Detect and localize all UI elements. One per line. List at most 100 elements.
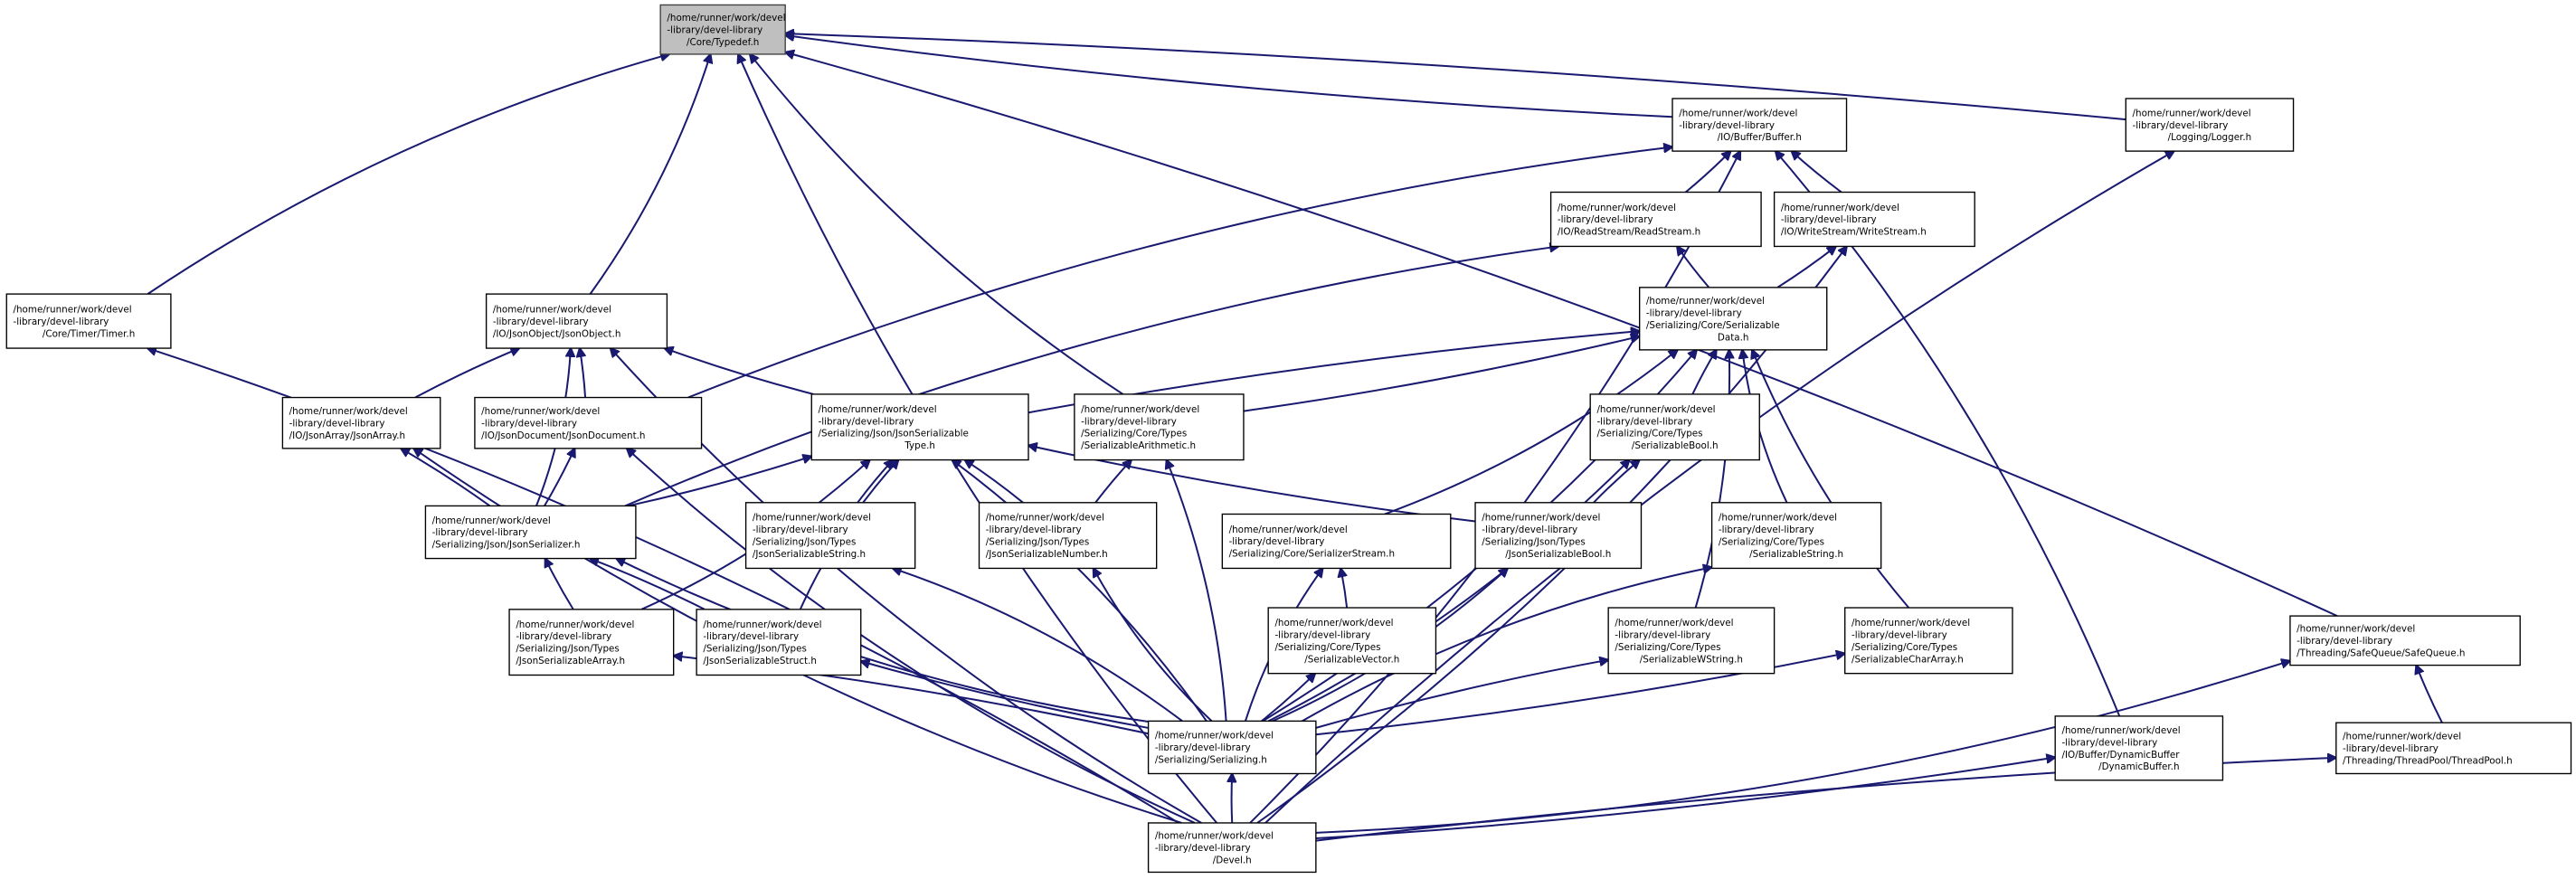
node-label-line: /home/runner/work/devel <box>2297 624 2415 635</box>
node-label-line: /home/runner/work/devel <box>1558 203 1676 213</box>
node-serializing[interactable]: /home/runner/work/devel-library/devel-li… <box>1147 720 1317 775</box>
node-label-line: /Threading/ThreadPool/ThreadPool.h <box>2343 756 2513 767</box>
edge-serializing-to-serializablevector <box>1261 674 1315 723</box>
node-serializerstream[interactable]: /home/runner/work/devel-library/devel-li… <box>1221 513 1452 570</box>
node-label-line: /SerializableVector.h <box>1304 654 1399 665</box>
node-label-line: /home/runner/work/devel <box>1081 404 1199 415</box>
node-jsonarray[interactable]: /home/runner/work/devel-library/devel-li… <box>281 396 441 449</box>
node-label-line: /JsonSerializableArray.h <box>516 656 625 666</box>
edge-readstream-to-buffer <box>1685 151 1731 194</box>
node-jsonserializabletype[interactable]: /home/runner/work/devel-library/devel-li… <box>810 393 1029 461</box>
node-label-line: /home/runner/work/devel <box>1615 618 1733 629</box>
node-logger[interactable]: /home/runner/work/devel-library/devel-li… <box>2125 98 2295 152</box>
edge-serializablearithmetic-to-typedef <box>750 54 1124 395</box>
node-jsonserializablenumber[interactable]: /home/runner/work/devel-library/devel-li… <box>978 502 1158 570</box>
node-label-line: /home/runner/work/devel <box>481 406 600 417</box>
node-box <box>978 502 1158 570</box>
node-jsonserializablestring[interactable]: /home/runner/work/devel-library/devel-li… <box>744 502 916 570</box>
node-label-line: /JsonSerializableString.h <box>753 549 866 560</box>
node-label-line: /JsonSerializableBool.h <box>1505 549 1611 560</box>
node-box <box>1267 607 1437 675</box>
node-serializablewstring[interactable]: /home/runner/work/devel-library/devel-li… <box>1607 607 1776 675</box>
node-label-line: /home/runner/work/devel <box>1482 513 1600 524</box>
node-buffer[interactable]: /home/runner/work/devel-library/devel-li… <box>1672 98 1848 152</box>
node-label-line: /SerializableArithmetic.h <box>1081 440 1196 451</box>
node-jsonserializablebool[interactable]: /home/runner/work/devel-library/devel-li… <box>1474 502 1643 570</box>
node-box <box>281 396 441 449</box>
node-label-line: /Serializing/Core/Types <box>1081 429 1187 440</box>
edge-devel-to-buffer <box>1249 151 1740 824</box>
node-label-line: -library/devel-library <box>1081 416 1177 427</box>
node-label-line: /home/runner/work/devel <box>432 515 551 526</box>
node-box <box>1147 720 1317 775</box>
edge-serializabledata-to-writestream <box>1776 246 1836 288</box>
node-timer[interactable]: /home/runner/work/devel-library/devel-li… <box>5 293 172 349</box>
node-label-line: /home/runner/work/devel <box>819 404 937 415</box>
node-serializablestring[interactable]: /home/runner/work/devel-library/devel-li… <box>1710 502 1882 570</box>
edge-serializablechararray-to-serializabledata <box>1752 350 1910 609</box>
node-box <box>485 293 668 349</box>
node-label-line: /Serializing/Serializing.h <box>1155 755 1267 766</box>
node-label-line: /Serializing/Core/Types <box>1719 537 1824 548</box>
edge-timer-to-typedef <box>147 54 669 295</box>
node-label-line: /home/runner/work/devel <box>1781 203 1899 213</box>
node-label-line: /Devel.h <box>1213 855 1252 865</box>
node-jsonserializablearray[interactable]: /home/runner/work/devel-library/devel-li… <box>508 609 675 676</box>
node-label-line: -library/devel-library <box>1558 214 1653 225</box>
node-label-line: -library/devel-library <box>703 631 799 642</box>
edge-jsonserializablenumber-to-serializablearithmetic <box>1094 460 1132 504</box>
node-serializablechararray[interactable]: /home/runner/work/devel-library/devel-li… <box>1844 607 2013 675</box>
node-typedef[interactable]: /home/runner/work/devel-library/devel-li… <box>659 4 786 55</box>
node-label-line: /SerializableCharArray.h <box>1852 654 1964 665</box>
node-label-line: /DynamicBuffer.h <box>2098 761 2179 772</box>
node-serializablearithmetic[interactable]: /home/runner/work/devel-library/devel-li… <box>1074 393 1245 461</box>
node-label-line: -library/devel-library <box>1615 629 1710 640</box>
node-label-line: /Serializing/Json/Types <box>1482 537 1586 548</box>
node-label-line: /IO/ReadStream/ReadStream.h <box>1558 227 1700 238</box>
nodes-layer: /home/runner/work/devel-library/devel-li… <box>5 4 2572 874</box>
node-box <box>1607 607 1776 675</box>
edge-jsonserializer-to-jsonserializabletype <box>628 457 811 507</box>
node-jsonobject[interactable]: /home/runner/work/devel-library/devel-li… <box>485 293 668 349</box>
node-box <box>1672 98 1848 152</box>
edge-devel-to-dynamicbuffer <box>1315 757 2055 840</box>
node-safequeue[interactable]: /home/runner/work/devel-library/devel-li… <box>2289 615 2521 666</box>
node-jsonserializablestruct[interactable]: /home/runner/work/devel-library/devel-li… <box>696 609 862 676</box>
node-label-line: /Serializing/Json/Types <box>516 644 620 655</box>
node-readstream[interactable]: /home/runner/work/devel-library/devel-li… <box>1549 191 1762 248</box>
node-serializabledata[interactable]: /home/runner/work/devel-library/devel-li… <box>1638 287 1828 351</box>
edge-devel-to-serializing <box>1232 773 1233 824</box>
node-label-line: /IO/WriteStream/WriteStream.h <box>1781 227 1927 238</box>
node-label-line: /JsonSerializableNumber.h <box>986 549 1108 560</box>
edge-logger-to-typedef <box>785 33 2126 121</box>
node-label-line: /home/runner/work/devel <box>1719 513 1837 524</box>
edge-serializing-to-jsonserializablestring <box>893 568 1183 723</box>
node-label-line: -library/devel-library <box>1155 843 1251 854</box>
edge-jsonserializablestruct-to-jsonserializer <box>590 559 706 610</box>
node-label-line: /home/runner/work/devel <box>1229 525 1348 535</box>
node-serializablebool[interactable]: /home/runner/work/devel-library/devel-li… <box>1589 393 1760 461</box>
node-jsonserializer[interactable]: /home/runner/work/devel-library/devel-li… <box>424 505 637 560</box>
node-label-line: /home/runner/work/devel <box>703 619 821 630</box>
node-label-line: /Serializing/Core/Types <box>1852 642 1957 653</box>
node-label-line: -library/devel-library <box>493 317 589 327</box>
node-label-line: -library/devel-library <box>1719 525 1814 535</box>
node-label-line: /home/runner/work/devel <box>667 13 785 24</box>
node-label-line: -library/devel-library <box>2061 737 2157 748</box>
node-label-line: /IO/JsonDocument/JsonDocument.h <box>481 430 645 441</box>
node-label-line: -library/devel-library <box>819 416 914 427</box>
node-label-line: /IO/Buffer/Buffer.h <box>1718 132 1802 143</box>
node-writestream[interactable]: /home/runner/work/devel-library/devel-li… <box>1773 191 1975 248</box>
edge-jsonserializer-to-readstream <box>624 246 1558 507</box>
node-label-line: -library/devel-library <box>1679 120 1775 131</box>
node-threadpool[interactable]: /home/runner/work/devel-library/devel-li… <box>2335 722 2572 775</box>
node-jsondocument[interactable]: /home/runner/work/devel-library/devel-li… <box>474 396 703 449</box>
edge-serializablebool-to-serializabledata <box>1691 350 1716 395</box>
node-devel[interactable]: /home/runner/work/devel-library/devel-li… <box>1147 822 1317 874</box>
node-serializablevector[interactable]: /home/runner/work/devel-library/devel-li… <box>1267 607 1437 675</box>
node-dynamicbuffer[interactable]: /home/runner/work/devel-library/devel-li… <box>2054 715 2224 781</box>
node-box <box>744 502 916 570</box>
node-label-line: /home/runner/work/devel <box>1852 618 1970 629</box>
node-label-line: /home/runner/work/devel <box>753 513 871 524</box>
